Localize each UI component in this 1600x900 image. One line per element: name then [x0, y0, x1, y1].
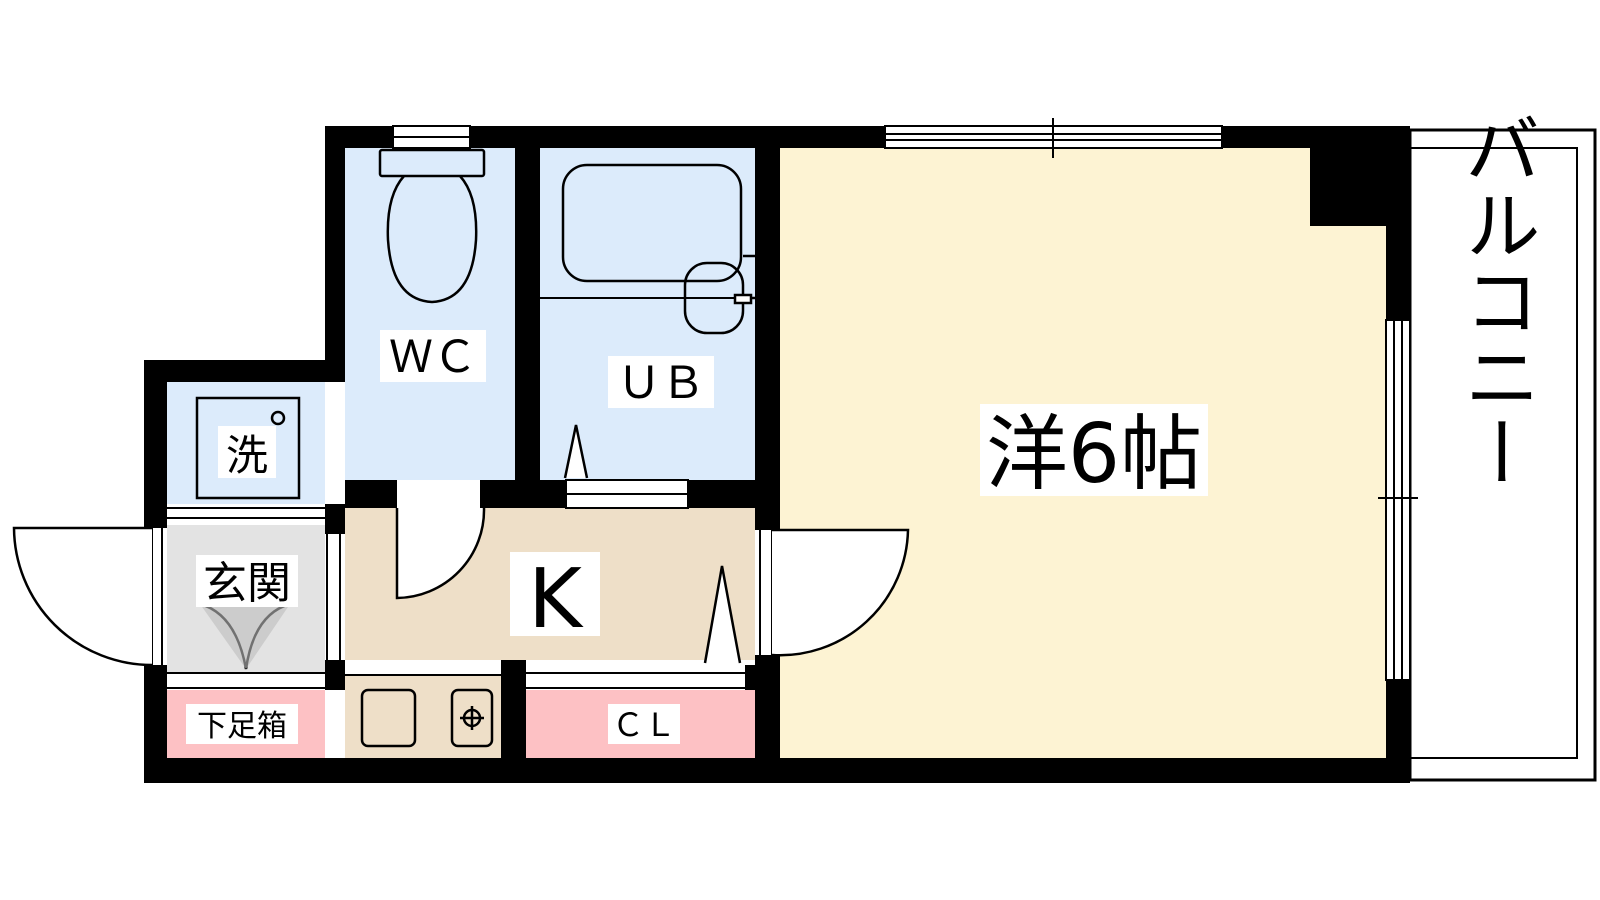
closet-label: ＣＬ	[612, 706, 676, 744]
kitchen-label: K	[528, 552, 584, 647]
ub-door-swing	[563, 424, 589, 479]
wc-door	[395, 507, 486, 600]
ub-room	[540, 148, 755, 480]
stove	[450, 688, 494, 748]
front-door	[12, 526, 153, 667]
shoe-box-label: 下足箱	[197, 709, 287, 744]
labels: ＷＣ ＵＢ 洗 玄関 下足箱 K ＣＬ 洋6帖 バルコニー	[186, 110, 1541, 744]
laundry-label: 洗	[226, 431, 268, 480]
kitchen-door-swing	[703, 565, 742, 664]
toilet-bowl	[386, 175, 478, 304]
entrance-label: 玄関	[203, 558, 291, 609]
ub-label: ＵＢ	[617, 358, 705, 409]
western-room-label: 洋6帖	[986, 407, 1202, 502]
kitchen-sink	[360, 688, 417, 748]
walls	[144, 126, 1410, 783]
balcony-window	[1385, 319, 1411, 681]
balcony-label: バルコニー	[1452, 110, 1541, 490]
washing-machine-pan	[195, 396, 301, 500]
wc-room	[345, 148, 515, 480]
doors	[12, 424, 910, 670]
thin-walls	[151, 297, 773, 689]
drain-icon	[270, 410, 286, 426]
bathtub	[561, 163, 743, 283]
toilet-tank	[378, 148, 486, 178]
room-door	[771, 528, 910, 657]
wc-label: ＷＣ	[389, 332, 477, 383]
fixtures	[195, 148, 755, 748]
windows	[392, 118, 1418, 681]
